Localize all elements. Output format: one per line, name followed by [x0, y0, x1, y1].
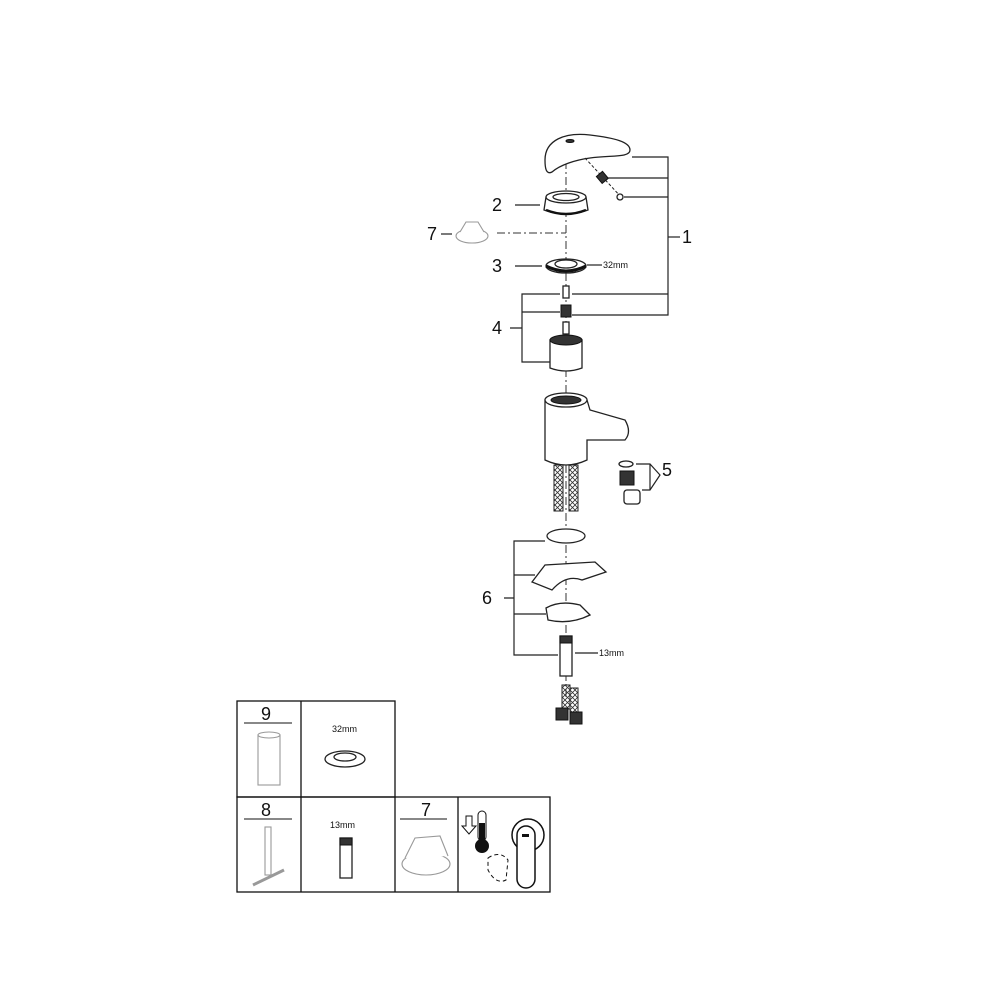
cartridge [549, 321, 583, 372]
cartridge-adapter [560, 304, 572, 318]
tools-table [236, 700, 551, 893]
supply-hoses [555, 684, 583, 725]
callout-3: 3 [492, 256, 502, 276]
cap-plug-7-icon [401, 835, 451, 876]
cartridge-screw [562, 285, 570, 299]
callout-5: 5 [662, 460, 672, 480]
callout-7: 7 [427, 224, 437, 244]
table-cell-9-label: 9 [261, 704, 271, 724]
table-cell-13mm-label: 13mm [330, 820, 355, 830]
table-cell-32mm-label: 32mm [332, 724, 357, 734]
table-cell-8-label: 8 [261, 800, 271, 820]
callout-6: 6 [482, 588, 492, 608]
bolt-size-label: 13mm [599, 648, 624, 658]
key-tool-8 [252, 826, 285, 887]
cap-plug [455, 221, 489, 244]
callout-1: 1 [682, 227, 692, 247]
bolt-13mm-icon [339, 837, 353, 879]
cover-cap [543, 190, 589, 216]
callout-2: 2 [492, 195, 502, 215]
temperature-lever-icon [460, 810, 545, 889]
leader-1 [572, 156, 669, 316]
table-cell-7-label: 7 [421, 800, 431, 820]
cartridge-tool-9 [257, 731, 281, 786]
leader-4 [510, 293, 560, 363]
mounting-set [530, 528, 608, 677]
nut-32mm-icon [324, 750, 366, 768]
callout-4: 4 [492, 318, 502, 338]
leader-6 [504, 540, 558, 656]
faucet-body [544, 392, 630, 512]
nut-32mm [545, 258, 587, 274]
lever-handle [544, 133, 631, 174]
aerator-set [618, 460, 661, 505]
nut-size-label: 32mm [603, 260, 628, 270]
set-screw [584, 157, 624, 201]
